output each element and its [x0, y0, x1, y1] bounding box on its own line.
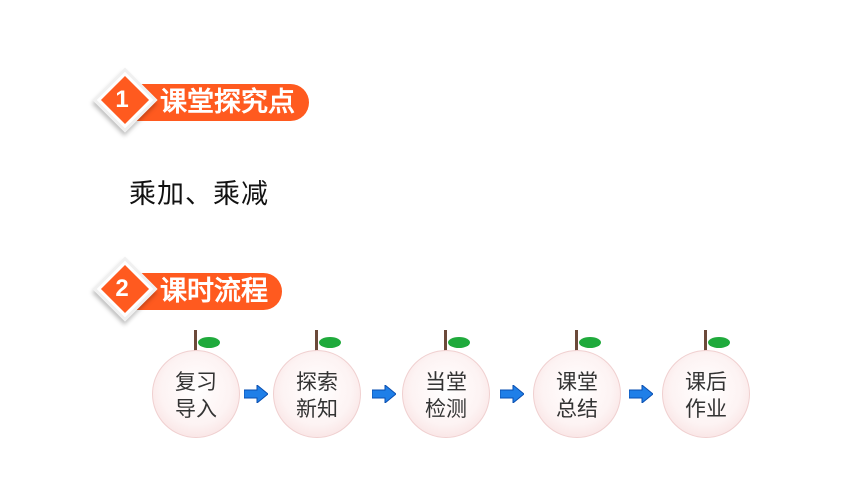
stem-icon [194, 330, 197, 352]
leaf-icon [448, 337, 470, 348]
stem-icon [444, 330, 447, 352]
arrow-right-icon [372, 385, 396, 403]
flow-step-label: 作业 [685, 397, 727, 421]
leaf-icon [579, 337, 601, 348]
section-header-1: 课堂探究点 1 [92, 67, 356, 133]
flow-step-label: 检测 [425, 397, 467, 421]
apple-icon: 复习 导入 [152, 350, 240, 438]
apple-icon: 课堂 总结 [533, 350, 621, 438]
flow-step-label: 复习 [175, 370, 217, 394]
arrow-right-icon [629, 385, 653, 403]
section-number-1: 1 [115, 86, 129, 113]
leaf-icon [708, 337, 730, 348]
apple-icon: 探索 新知 [273, 350, 361, 438]
stem-icon [315, 330, 318, 352]
arrow-right-icon [500, 385, 524, 403]
section-title-1: 课堂探究点 [130, 84, 309, 121]
flow-step-label: 新知 [296, 397, 338, 421]
section-number-2: 2 [115, 275, 129, 302]
flow-step-label: 总结 [556, 397, 598, 421]
section-title-2: 课时流程 [130, 273, 282, 310]
leaf-icon [319, 337, 341, 348]
stem-icon [575, 330, 578, 352]
apple-icon: 当堂 检测 [402, 350, 490, 438]
leaf-icon [198, 337, 220, 348]
stem-icon [704, 330, 707, 352]
flow-step-label: 课堂 [556, 370, 598, 394]
flow-step-label: 导入 [175, 397, 217, 421]
lesson-topic: 乘加、乘减 [129, 179, 269, 210]
arrow-right-icon [244, 385, 268, 403]
flow-step-label: 当堂 [425, 370, 467, 394]
section-header-2: 课时流程 2 [92, 256, 326, 322]
apple-icon: 课后 作业 [662, 350, 750, 438]
flow-step-label: 探索 [296, 370, 338, 394]
flow-step-label: 课后 [685, 370, 727, 394]
